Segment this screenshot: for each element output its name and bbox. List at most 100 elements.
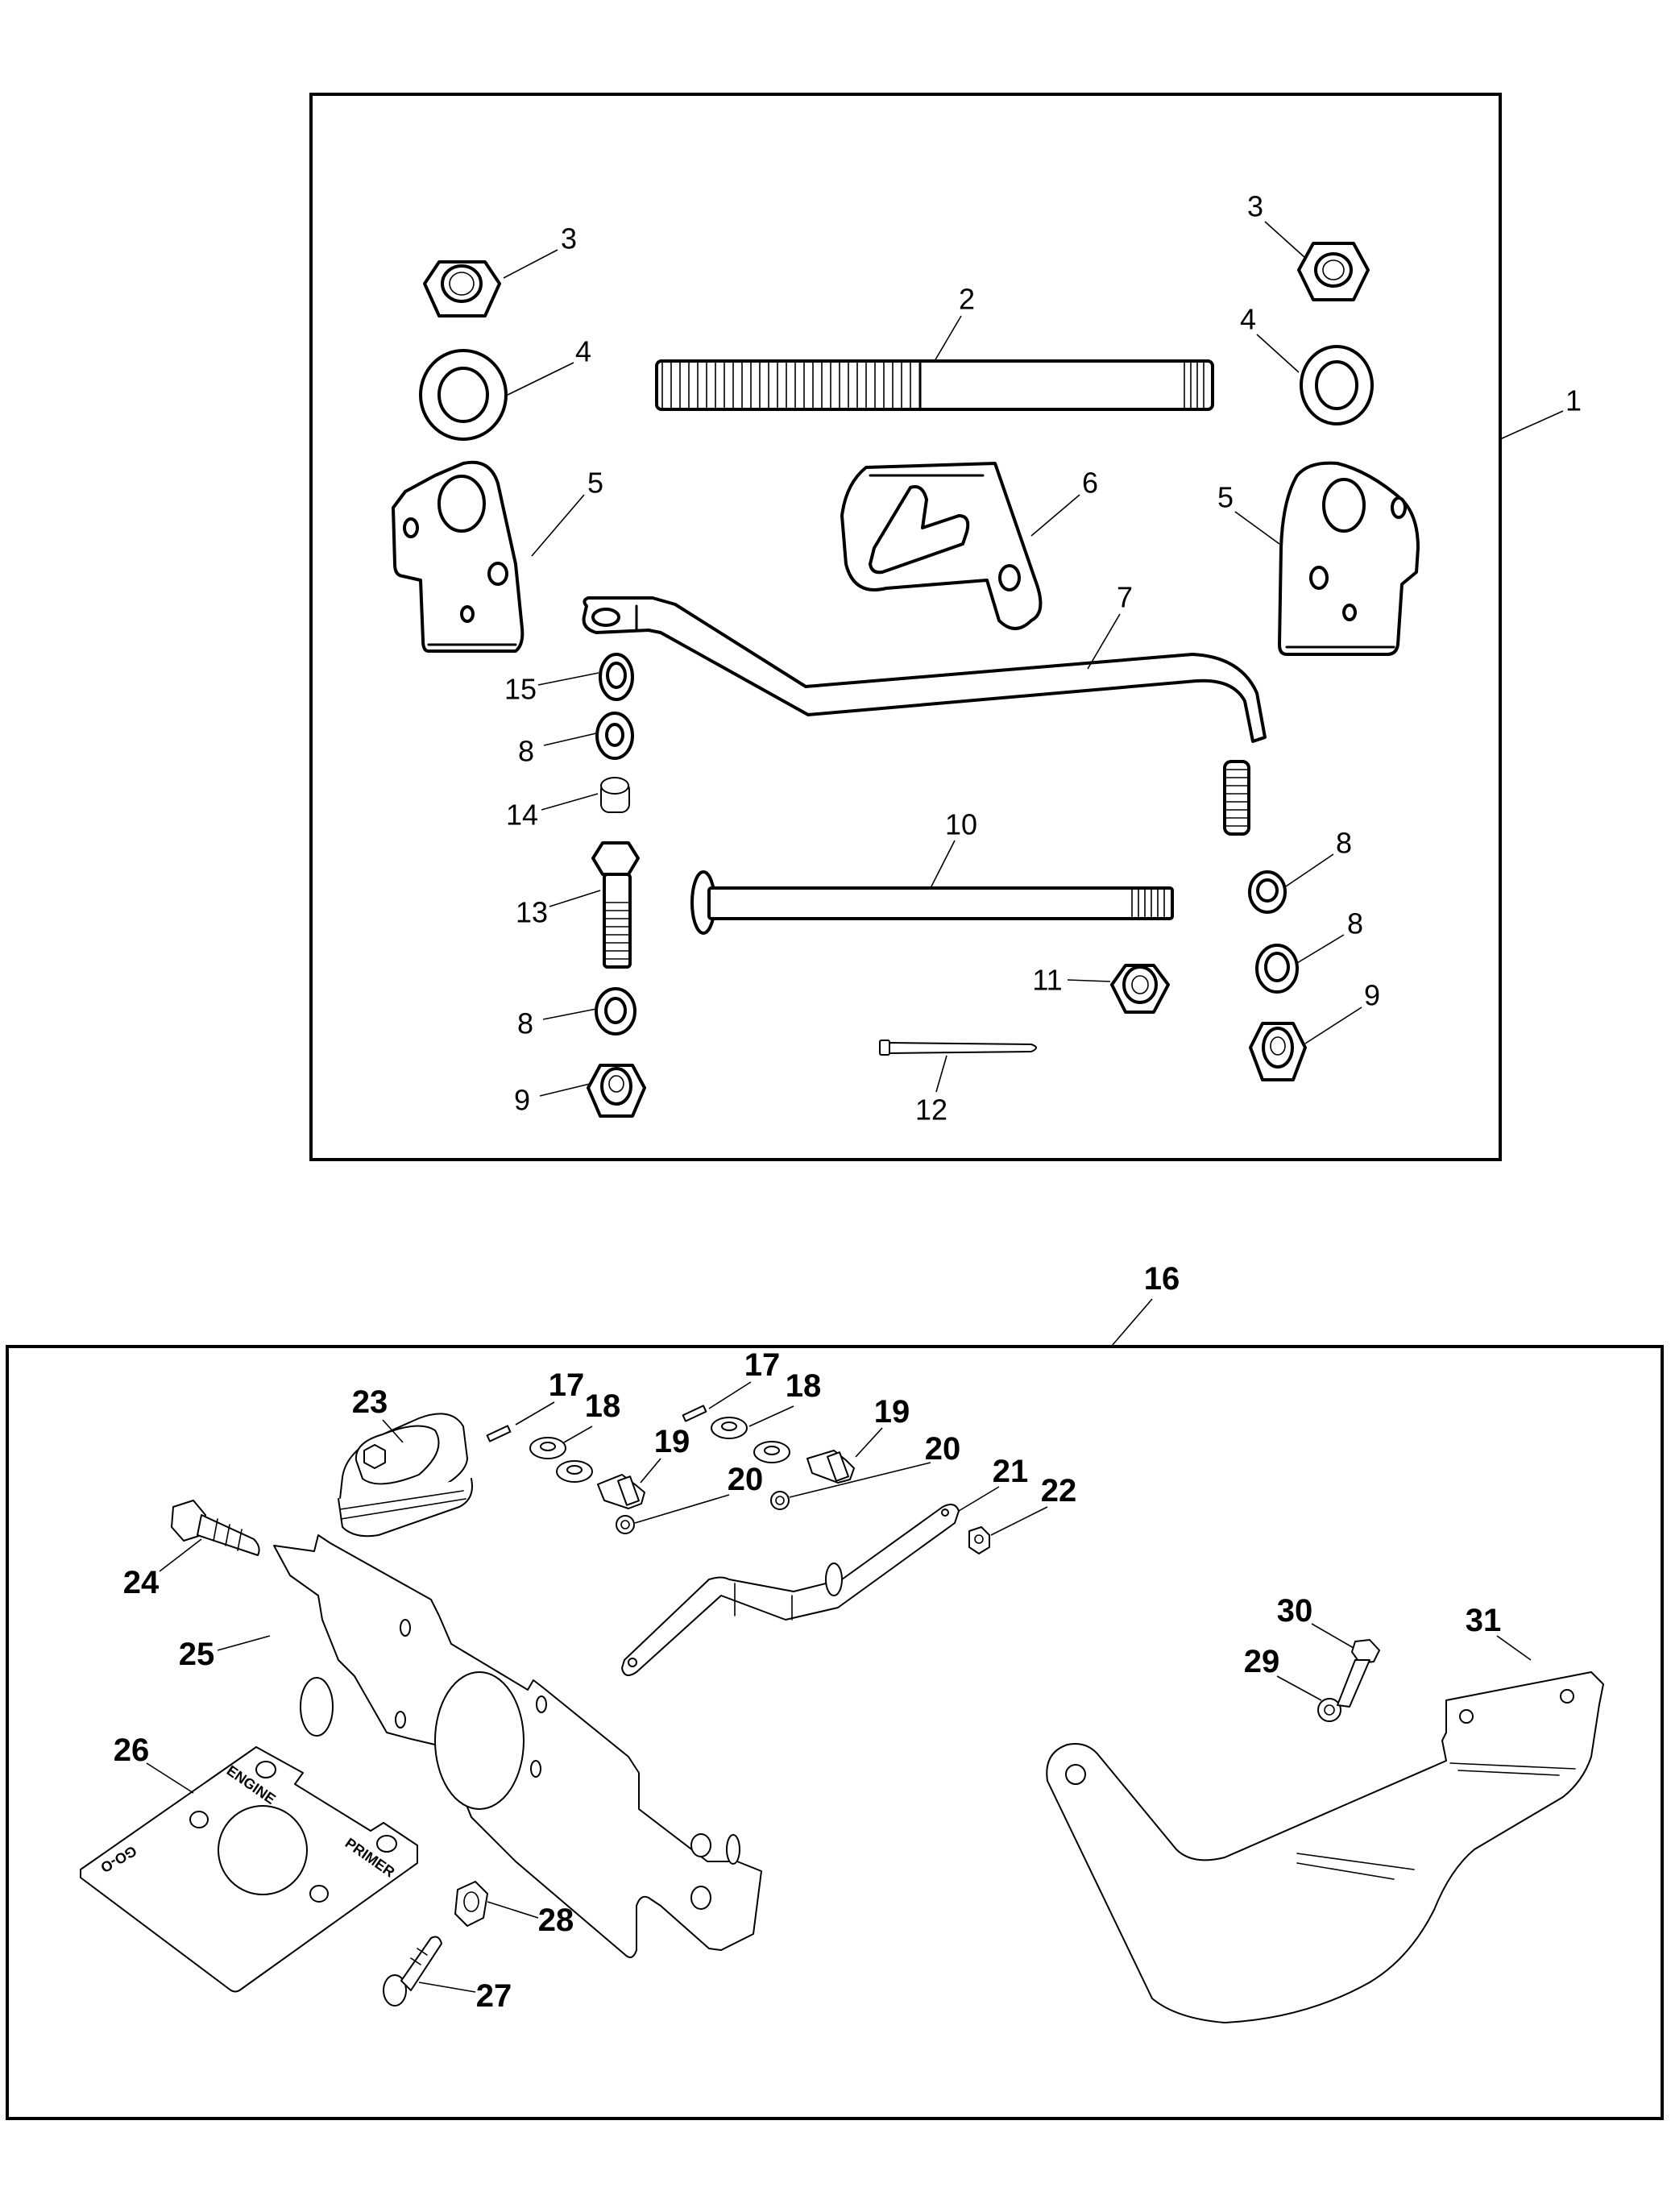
callout-14: 14 <box>506 799 538 832</box>
leader-line <box>503 249 558 279</box>
callout-27: 27 <box>476 1978 512 2014</box>
leader-line <box>549 890 601 907</box>
leader-line <box>855 1427 883 1458</box>
hex-nut-right-icon <box>1297 242 1370 301</box>
spring-pin-icon <box>682 1405 707 1422</box>
support-bracket-icon <box>1046 1671 1604 2023</box>
callout-8: 8 <box>1336 827 1352 860</box>
leader-line <box>634 1494 730 1524</box>
callout-16: 16 <box>1144 1261 1180 1297</box>
leader-line <box>1276 1675 1322 1701</box>
hex-nut-left-icon <box>423 260 501 317</box>
spring-pin-icon <box>486 1425 512 1442</box>
lock-nut-icon <box>1249 1022 1307 1081</box>
callout-9: 9 <box>514 1084 530 1117</box>
leader-line <box>541 793 599 811</box>
leader-line <box>487 1901 539 1919</box>
leader-line <box>1311 1623 1354 1649</box>
leader-line <box>934 315 962 362</box>
bushing-icon <box>599 653 634 701</box>
callout-30: 30 <box>1277 1593 1313 1629</box>
callout-17: 17 <box>744 1347 781 1383</box>
leader-line <box>542 1008 597 1020</box>
callout-18: 18 <box>786 1368 822 1404</box>
leader-line <box>640 1458 661 1484</box>
nut-icon <box>454 1881 488 1927</box>
callout-23: 23 <box>352 1384 388 1420</box>
leader-line <box>748 1405 794 1427</box>
nut-icon <box>968 1526 990 1554</box>
leader-line <box>958 1486 1000 1512</box>
callout-18: 18 <box>585 1388 621 1424</box>
leader-line <box>159 1538 202 1572</box>
leader-line <box>539 1083 591 1097</box>
bolt-icon <box>1337 1639 1380 1708</box>
screw-icon <box>171 1500 260 1556</box>
leader-line <box>935 1055 947 1093</box>
callout-2: 2 <box>959 283 975 316</box>
leader-line <box>382 1419 404 1443</box>
washer-right-icon <box>1300 345 1374 425</box>
callout-29: 29 <box>1244 1644 1280 1679</box>
leader-line <box>1030 494 1080 537</box>
callout-25: 25 <box>179 1637 215 1672</box>
callout-4: 4 <box>1240 303 1256 336</box>
callout-22: 22 <box>1041 1473 1077 1509</box>
cotter-pin-icon <box>879 1040 1037 1056</box>
callout-12: 12 <box>915 1094 947 1127</box>
mounting-plate-icon <box>273 1534 762 1958</box>
leader-line <box>1304 1006 1362 1044</box>
leader-lines <box>146 221 1564 1993</box>
leader-line <box>531 494 585 557</box>
callout-5: 5 <box>587 467 603 500</box>
leader-line <box>146 1762 194 1794</box>
primer-bulb-icon <box>338 1413 473 1538</box>
leader-line <box>217 1635 271 1651</box>
hex-bolt-icon <box>591 841 640 969</box>
callout-4: 4 <box>575 335 591 368</box>
leader-line <box>537 672 599 686</box>
leader-line <box>1256 334 1300 373</box>
callout-1: 1 <box>1565 384 1582 417</box>
lock-washer-icon <box>1317 1698 1341 1722</box>
bracket-right-icon <box>1278 461 1420 656</box>
callout-21: 21 <box>993 1454 1029 1489</box>
leader-line <box>563 1426 593 1443</box>
callout-5: 5 <box>1217 481 1234 514</box>
callout-6: 6 <box>1082 467 1098 500</box>
callout-28: 28 <box>538 1903 574 1938</box>
callout-8: 8 <box>517 1007 533 1040</box>
detent-plate-icon <box>840 462 1043 630</box>
callout-20: 20 <box>925 1431 961 1467</box>
lock-nut-icon <box>587 1064 646 1118</box>
leader-line <box>418 1982 476 1993</box>
leader-line <box>1296 934 1345 964</box>
washer-icon <box>529 1437 593 1483</box>
leader-line <box>1087 613 1121 670</box>
callout-26: 26 <box>114 1733 150 1768</box>
callout-17: 17 <box>549 1367 585 1403</box>
callout-19: 19 <box>654 1424 690 1459</box>
leader-line <box>789 1462 931 1498</box>
callout-3: 3 <box>1247 190 1263 223</box>
washer-icon <box>595 712 634 760</box>
callout-13: 13 <box>516 896 548 929</box>
leader-line <box>1111 1298 1153 1347</box>
leader-line <box>1499 410 1564 440</box>
carriage-bolt-icon <box>690 870 1174 935</box>
leader-line <box>507 362 574 396</box>
washer-icon <box>711 1417 790 1463</box>
callout-9: 9 <box>1364 979 1380 1012</box>
callout-7: 7 <box>1117 581 1133 614</box>
washer-icon <box>595 987 636 1035</box>
callout-8: 8 <box>518 735 534 768</box>
callout-10: 10 <box>945 808 977 841</box>
callout-19: 19 <box>874 1394 910 1430</box>
threaded-rod-icon <box>655 359 1214 411</box>
lower-assembly-frame <box>6 1345 1664 2120</box>
callout-11: 11 <box>1032 964 1062 997</box>
callout-15: 15 <box>504 673 537 706</box>
leader-line <box>1496 1635 1532 1661</box>
